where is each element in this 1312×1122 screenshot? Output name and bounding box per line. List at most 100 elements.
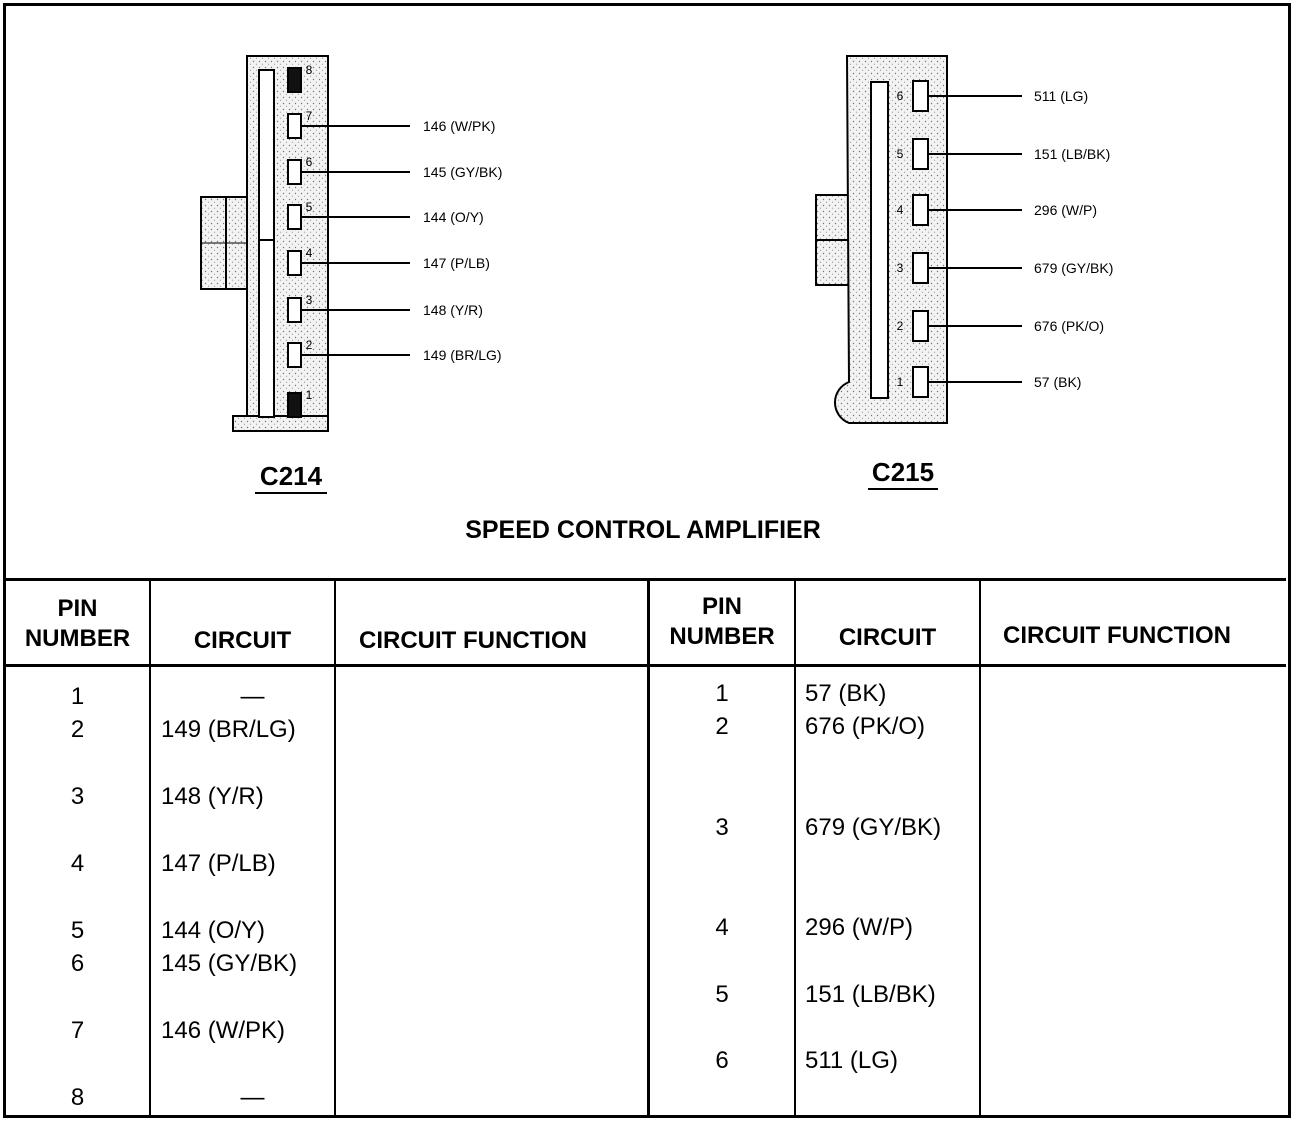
header-pin-line2: NUMBER	[669, 623, 775, 650]
pin-terminal	[912, 194, 929, 226]
pin-terminal	[912, 310, 929, 342]
pin-c214-8: 8	[287, 63, 313, 93]
cell-circuit: 148 (Y/R)	[161, 783, 264, 811]
pin-number-label: 6	[306, 155, 313, 169]
pin-number-label: 5	[306, 200, 313, 214]
cell-pin-number: 1	[715, 680, 729, 707]
cell-circuit: —	[240, 1083, 265, 1111]
cell-circuit: 145 (GY/BK)	[161, 950, 298, 978]
cell-circuit: 679 (GY/BK)	[805, 813, 942, 841]
c215-slot	[870, 81, 889, 399]
pin-number-label: 7	[306, 109, 313, 123]
diagram-frame	[3, 3, 1291, 1118]
header-circuit-left: CIRCUIT	[193, 627, 292, 654]
pin-terminal	[287, 204, 302, 230]
pin-number-label: 4	[306, 246, 313, 260]
cell-pin-number: 2	[70, 716, 85, 744]
header-function-left: CIRCUIT FUNCTION	[359, 627, 587, 654]
pin-circuit-label: 676 (PK/O)	[1034, 318, 1104, 334]
cell-pin-number: 6	[70, 950, 85, 978]
pin-terminal	[287, 159, 302, 185]
cell-pin-number: 4	[70, 850, 85, 877]
cell-pin-number: 7	[70, 1017, 85, 1044]
col-divider-center	[647, 578, 650, 1115]
pin-c214-5: 5 144 (O/Y)	[287, 200, 484, 230]
cell-circuit: 151 (LB/BK)	[805, 980, 936, 1008]
cell-circuit: 511 (LG)	[805, 1047, 898, 1075]
pin-number-label: 1	[306, 388, 313, 402]
c215-housing	[833, 55, 948, 424]
pin-terminal-blocked	[287, 392, 302, 418]
pin-number-label: 5	[897, 147, 904, 161]
pin-circuit-label: 148 (Y/R)	[423, 302, 483, 318]
diagram-title: SPEED CONTROL AMPLIFIER	[465, 516, 821, 544]
table-top-rule	[6, 578, 1286, 581]
pin-c215-5: 5 151 (LB/BK)	[897, 138, 1110, 170]
col-divider	[979, 578, 981, 1115]
pin-circuit-label: 145 (GY/BK)	[423, 164, 502, 180]
pin-terminal-blocked	[287, 67, 302, 93]
cell-pin-number: 3	[70, 783, 85, 811]
header-pin-line1: PIN	[701, 593, 742, 620]
header-pin-number-left: PIN NUMBER	[6, 594, 149, 654]
pin-terminal	[287, 250, 302, 276]
cell-circuit: 57 (BK)	[805, 680, 887, 707]
cell-pin-number: 3	[715, 813, 729, 841]
pin-c215-3: 3 679 (GY/BK)	[897, 252, 1113, 284]
pin-number-label: 2	[306, 338, 313, 352]
pin-terminal	[912, 252, 929, 284]
pin-circuit-label: 151 (LB/BK)	[1034, 146, 1110, 162]
pin-circuit-label: 679 (GY/BK)	[1034, 260, 1113, 276]
cell-circuit: 149 (BR/LG)	[161, 716, 296, 744]
col-divider	[794, 578, 796, 1115]
cell-pin-number: 1	[70, 683, 85, 710]
cell-circuit: 144 (O/Y)	[161, 916, 266, 944]
pin-c214-4: 4 147 (P/LB)	[287, 246, 490, 276]
col-divider	[149, 578, 151, 1115]
cell-pin-number: 6	[715, 1047, 729, 1075]
pin-circuit-label: 149 (BR/LG)	[423, 347, 502, 363]
pin-c214-1: 1	[287, 388, 313, 418]
cell-pin-number: 4	[715, 913, 729, 941]
pin-c214-2: 2 149 (BR/LG)	[287, 338, 502, 368]
pin-circuit-label: 57 (BK)	[1034, 374, 1081, 390]
pin-number-label: 3	[897, 261, 904, 275]
cell-circuit: —	[240, 683, 265, 710]
cell-pin-number: 2	[715, 713, 729, 741]
pin-number-label: 8	[306, 63, 313, 77]
cell-circuit: 296 (W/P)	[805, 913, 914, 941]
c214-base	[232, 415, 329, 432]
pin-c214-6: 6 145 (GY/BK)	[287, 155, 502, 185]
pin-circuit-label: 144 (O/Y)	[423, 209, 484, 225]
cell-circuit: 676 (PK/O)	[805, 713, 926, 741]
cell-circuit: 146 (W/PK)	[161, 1017, 286, 1044]
cell-pin-number: 5	[715, 980, 729, 1008]
pin-circuit-label: 147 (P/LB)	[423, 255, 490, 271]
cell-circuit: 147 (P/LB)	[161, 850, 276, 877]
pin-number-label: 1	[897, 375, 904, 389]
pinout-table: PIN NUMBER CIRCUIT CIRCUIT FUNCTION PIN …	[6, 578, 1286, 1115]
connector-c214: 8 7 146 (W/PK) 6 145 (GY/BK) 5 144 (O/Y) 4 147 (…	[200, 55, 502, 432]
pin-terminal	[912, 138, 929, 170]
pin-terminal	[287, 297, 302, 323]
connector-diagram: 8 7 146 (W/PK) 6 145 (GY/BK) 5 144 (O/Y) 4 147 (…	[200, 55, 1113, 544]
cell-pin-number: 8	[70, 1083, 85, 1111]
header-circuit-right: CIRCUIT	[838, 624, 937, 651]
pin-c215-1: 1 57 (BK)	[897, 366, 1081, 398]
pin-number-label: 6	[897, 89, 904, 103]
header-pin-line1: PIN	[57, 595, 98, 622]
pin-terminal	[912, 366, 929, 398]
c214-pin-group: 8 7 146 (W/PK) 6 145 (GY/BK) 5 144 (O/Y) 4 147 (…	[287, 63, 502, 418]
pin-terminal	[287, 113, 302, 139]
pin-number-label: 4	[897, 203, 904, 217]
pin-c214-7: 7 146 (W/PK)	[287, 109, 495, 139]
pin-terminal	[912, 80, 929, 112]
pin-circuit-label: 146 (W/PK)	[423, 118, 495, 134]
header-pin-line2: NUMBER	[24, 625, 131, 652]
c214-label: C214	[260, 461, 323, 491]
